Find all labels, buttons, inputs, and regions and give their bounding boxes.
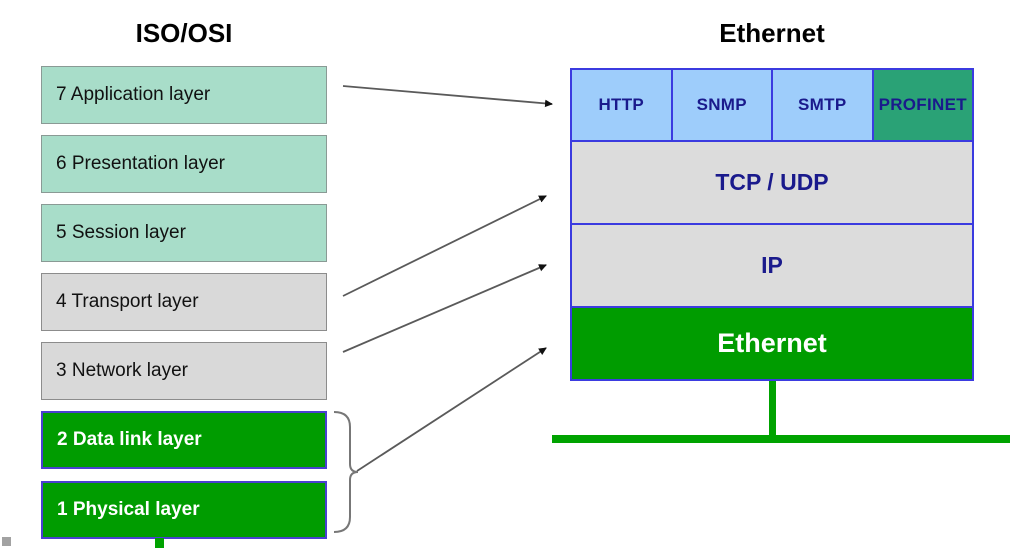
physical-layer-cable-stub bbox=[155, 538, 164, 548]
protocol-label: HTTP bbox=[598, 95, 645, 114]
protocol-label: SMTP bbox=[798, 95, 847, 114]
osi-layer-label: 6 Presentation layer bbox=[56, 152, 225, 174]
protocol-box-profinet[interactable]: PROFINET bbox=[873, 70, 972, 142]
protocol-label: TCP / UDP bbox=[715, 169, 829, 195]
page-title-iso-osi: ISO/OSI bbox=[135, 18, 233, 48]
osi-layer-7-application[interactable]: 7 Application layer bbox=[41, 66, 327, 124]
osi-layer-label: 2 Data link layer bbox=[57, 428, 202, 450]
osi-layer-label: 1 Physical layer bbox=[57, 498, 200, 520]
protocol-box-smtp[interactable]: SMTP bbox=[773, 70, 874, 142]
ethernet-bus-line bbox=[552, 435, 1010, 443]
osi-layer-1-physical[interactable]: 1 Physical layer bbox=[41, 481, 327, 539]
application-protocol-row: HTTP SNMP SMTP PROFINET bbox=[572, 70, 972, 142]
osi-layer-label: 7 Application layer bbox=[56, 83, 211, 105]
osi-layer-2-data-link[interactable]: 2 Data link layer bbox=[41, 411, 327, 469]
protocol-box-ip[interactable]: IP bbox=[572, 225, 972, 308]
protocol-box-ethernet[interactable]: Ethernet bbox=[572, 308, 972, 379]
arrow-network-to-ip bbox=[342, 264, 547, 353]
corner-artifact bbox=[2, 537, 11, 546]
page-title-ethernet: Ethernet bbox=[719, 18, 825, 48]
protocol-label: Ethernet bbox=[717, 328, 827, 358]
osi-layer-4-transport[interactable]: 4 Transport layer bbox=[41, 273, 327, 331]
osi-layer-5-session[interactable]: 5 Session layer bbox=[41, 204, 327, 262]
protocol-label: PROFINET bbox=[878, 95, 967, 114]
protocol-label: IP bbox=[761, 252, 783, 278]
protocol-box-snmp[interactable]: SNMP bbox=[672, 70, 773, 142]
arrow-transport-to-tcp-udp bbox=[342, 195, 547, 297]
protocol-box-http[interactable]: HTTP bbox=[572, 70, 673, 142]
osi-layer-3-network[interactable]: 3 Network layer bbox=[41, 342, 327, 400]
arrow-application-to-http bbox=[342, 85, 553, 108]
ethernet-protocol-stack: HTTP SNMP SMTP PROFINET TCP / UDP IP Eth… bbox=[570, 68, 974, 381]
arrow-datalink-physical-to-ethernet bbox=[356, 347, 547, 472]
osi-layer-label: 5 Session layer bbox=[56, 221, 186, 243]
protocol-label: SNMP bbox=[696, 95, 747, 114]
osi-layer-6-presentation[interactable]: 6 Presentation layer bbox=[41, 135, 327, 193]
protocol-box-tcp-udp[interactable]: TCP / UDP bbox=[572, 142, 972, 225]
osi-layer-label: 3 Network layer bbox=[56, 359, 188, 381]
bus-drop-line bbox=[769, 381, 776, 441]
osi-layer-label: 4 Transport layer bbox=[56, 290, 199, 312]
brace-layers-1-2 bbox=[333, 411, 359, 533]
